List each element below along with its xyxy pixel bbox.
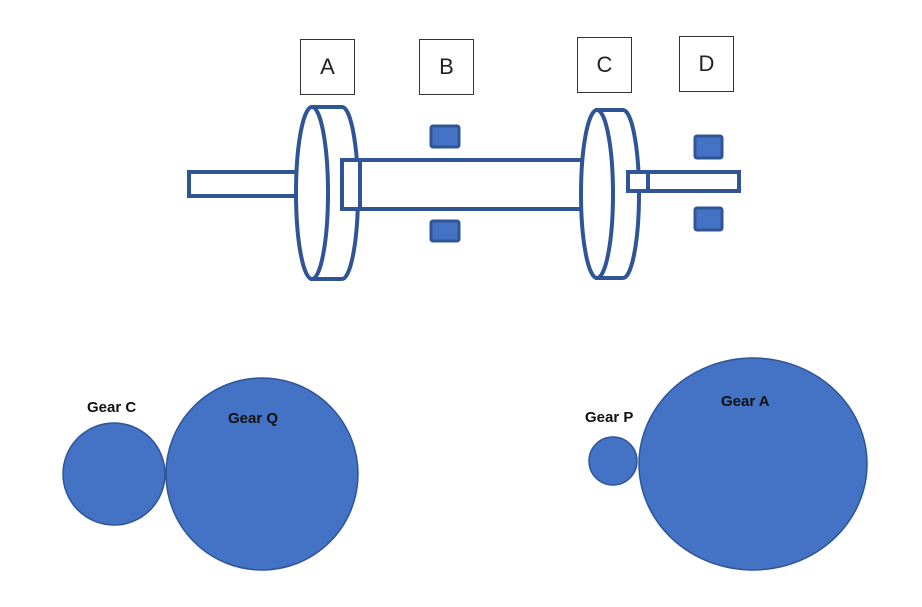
gear-q-label: Gear Q bbox=[228, 410, 279, 427]
gear-q-circle bbox=[165, 377, 359, 571]
bearing-b-bottom bbox=[429, 219, 461, 243]
gear-a-circle bbox=[638, 357, 868, 571]
label-c-text: C bbox=[596, 52, 613, 77]
gear-p-circle bbox=[588, 436, 638, 486]
gear-p-label: Gear P bbox=[585, 409, 634, 426]
bearing-d-top bbox=[693, 134, 724, 160]
label-b-text: B bbox=[439, 54, 454, 79]
gear-c-circle bbox=[62, 422, 166, 526]
pulley-c bbox=[579, 108, 641, 280]
gear-c-label: Gear C bbox=[87, 399, 137, 416]
gear-a-label: Gear A bbox=[721, 393, 770, 410]
bearing-d-bottom bbox=[693, 206, 724, 232]
left-shaft-stub bbox=[187, 170, 301, 198]
label-box-a: A bbox=[300, 39, 355, 95]
right-shaft-inner bbox=[626, 170, 650, 193]
label-box-b: B bbox=[419, 39, 474, 95]
main-shaft bbox=[344, 158, 585, 211]
label-d-text: D bbox=[698, 51, 715, 76]
label-box-d: D bbox=[679, 36, 734, 92]
bearing-b-top bbox=[429, 124, 461, 149]
label-a-text: A bbox=[320, 54, 335, 79]
label-box-c: C bbox=[577, 37, 632, 93]
main-shaft-left-end bbox=[340, 158, 362, 211]
